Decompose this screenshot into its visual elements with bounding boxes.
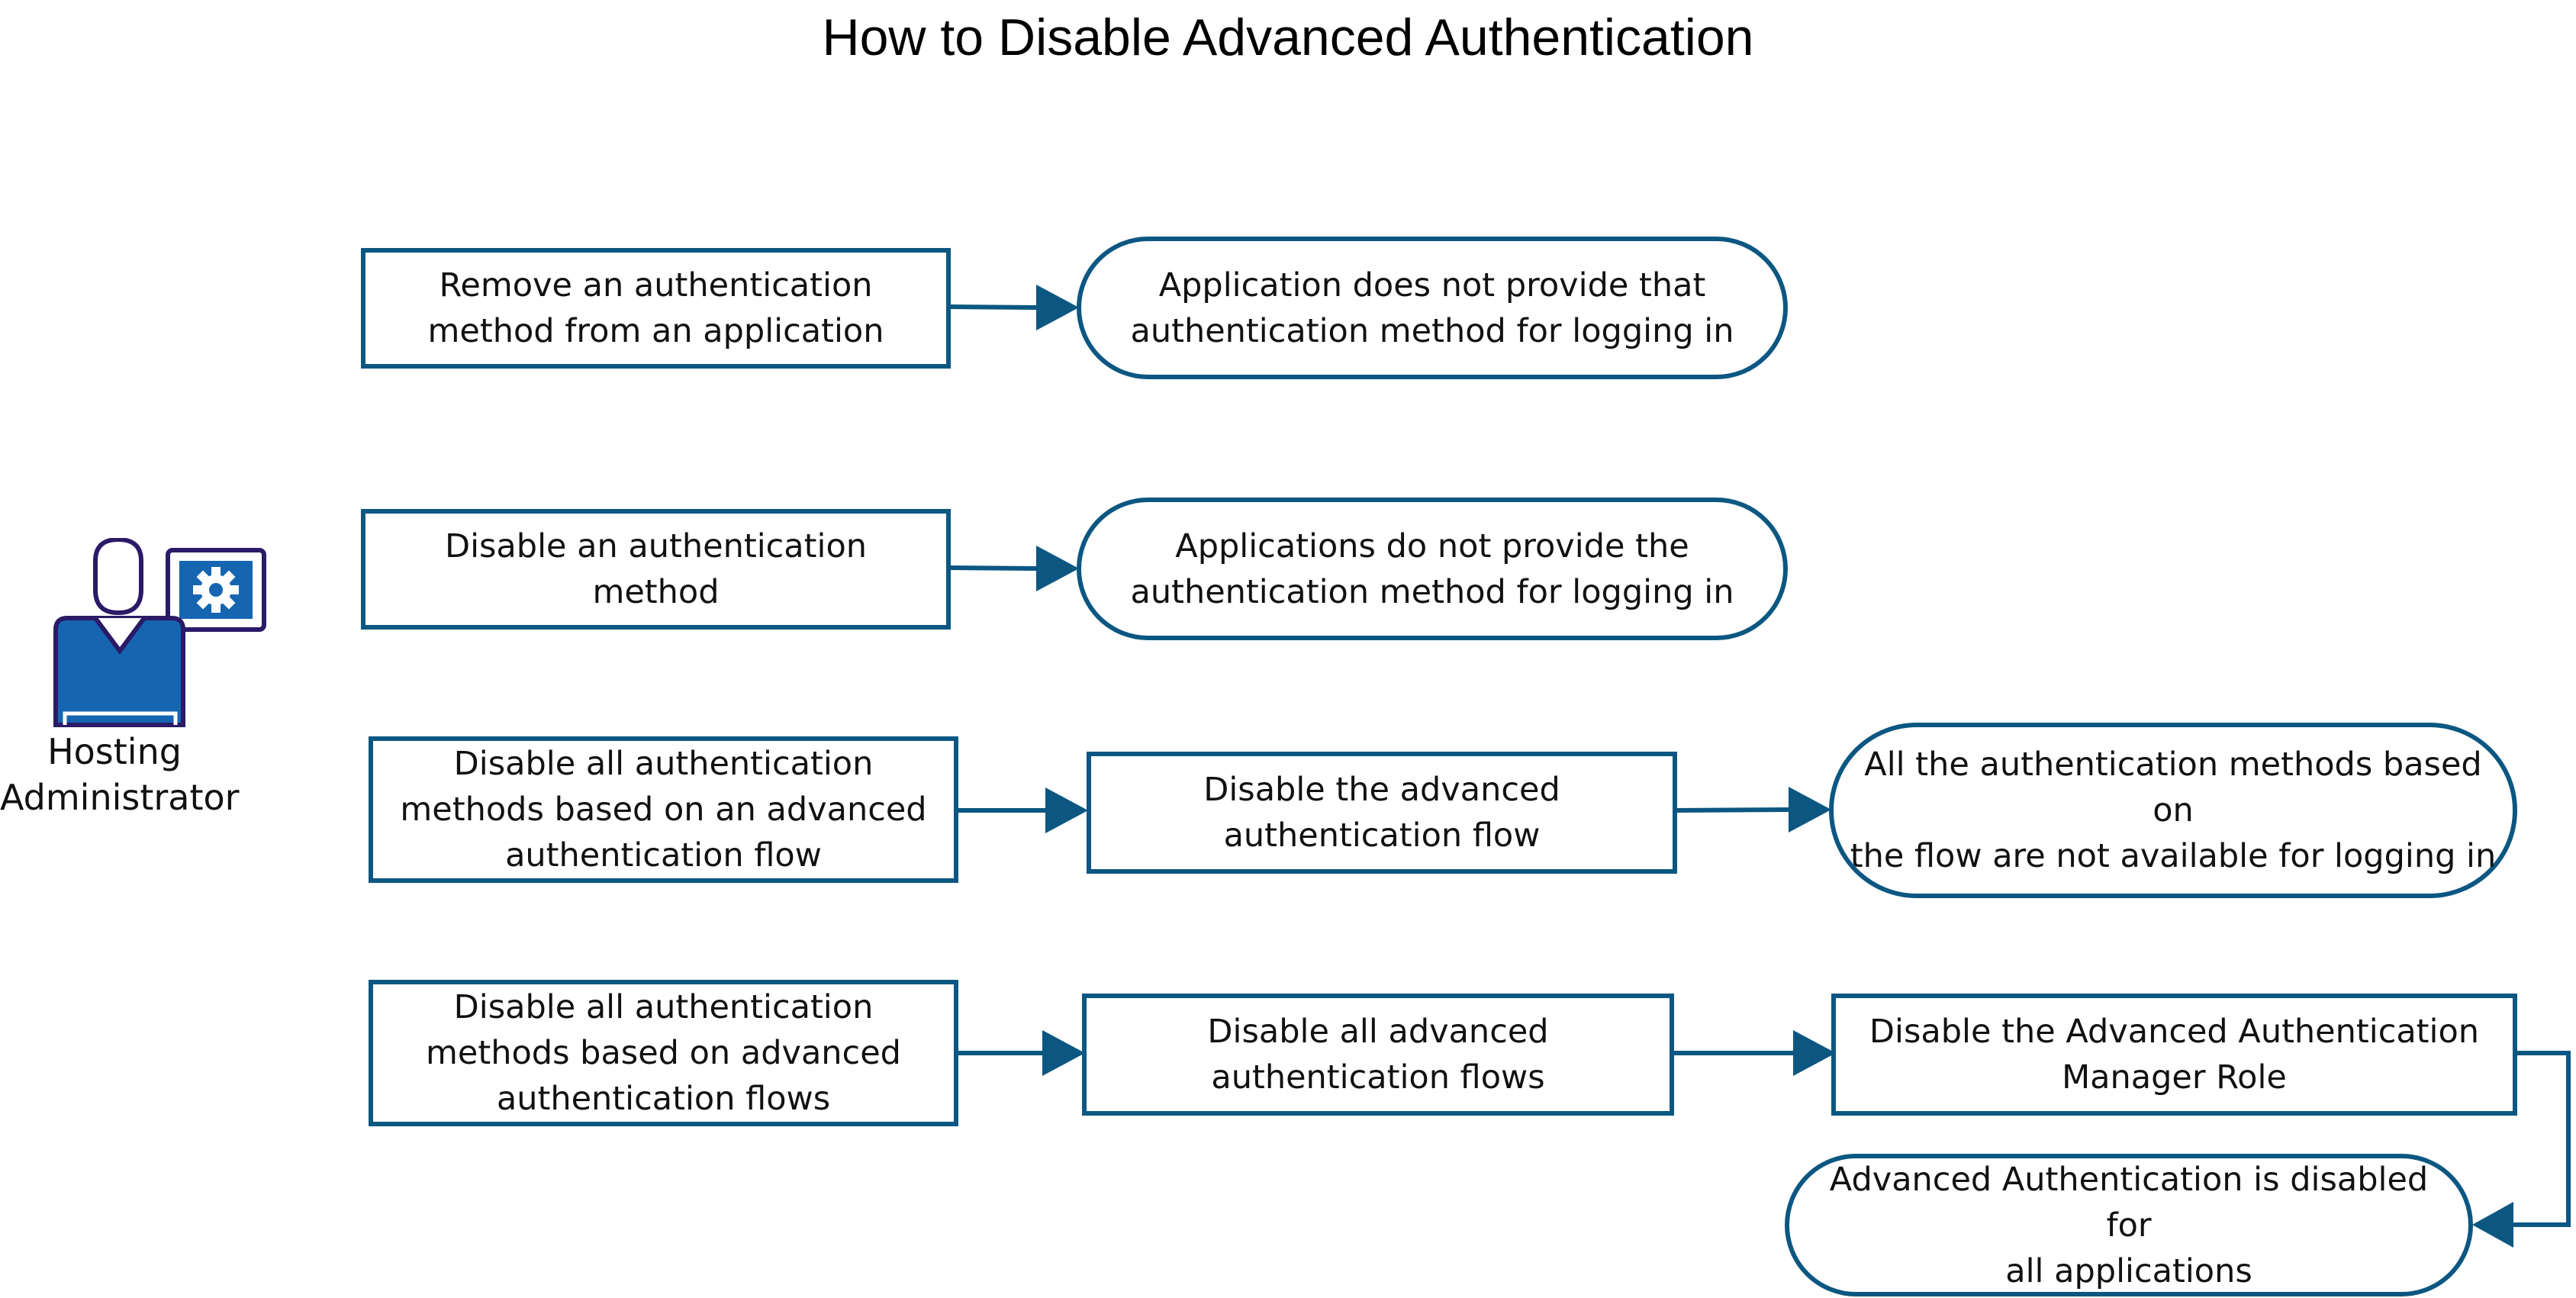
arrowhead: [1036, 285, 1079, 330]
arrowhead: [1793, 1030, 1836, 1076]
flow-step-disable-methods-flows: Disable all authentication methods based…: [369, 980, 958, 1126]
step-label: Disable all advanced authentication flow…: [1207, 1013, 1549, 1097]
step-label: Disable an authentication method: [444, 527, 868, 611]
flow-result-aa-disabled: Advanced Authentication is disabled for …: [1785, 1154, 2473, 1296]
step-label: Remove an authentication method from an …: [427, 266, 884, 350]
arrowhead: [2472, 1202, 2513, 1248]
step-label: Disable all authentication methods based…: [426, 988, 901, 1118]
flow-step-disable-flow: Disable the advanced authentication flow: [1087, 752, 1677, 874]
step-label: Disable all authentication methods based…: [400, 745, 927, 874]
flow-step-remove-method: Remove an authentication method from an …: [361, 248, 951, 369]
admin-user-gear-icon: [42, 536, 271, 732]
arrowhead: [1036, 546, 1079, 591]
flow-step-disable-manager-role: Disable the Advanced Authentication Mana…: [1831, 994, 2517, 1116]
diagram-title: How to Disable Advanced Authentication: [822, 8, 1754, 66]
arrowhead: [1045, 787, 1088, 833]
step-label: Applications do not provide the authenti…: [1130, 527, 1734, 611]
step-label: Advanced Authentication is disabled for …: [1829, 1160, 2429, 1290]
connector-arrow: [2512, 1051, 2571, 1227]
arrowhead: [1789, 787, 1831, 833]
flow-step-disable-methods-flow: Disable all authentication methods based…: [369, 736, 958, 883]
flow-result-flow-methods-unavailable: All the authentication methods based on …: [1829, 723, 2517, 898]
flow-step-disable-all-flows: Disable all advanced authentication flow…: [1082, 994, 1674, 1116]
step-label: Application does not provide that authen…: [1130, 266, 1734, 350]
flow-result-apps-method-unavailable: Applications do not provide the authenti…: [1077, 498, 1788, 640]
flow-step-disable-method: Disable an authentication method: [361, 509, 951, 630]
step-label: Disable the advanced authentication flow: [1203, 771, 1560, 855]
step-label: Disable the Advanced Authentication Mana…: [1869, 1013, 2480, 1097]
step-label: All the authentication methods based on …: [1850, 746, 2497, 875]
flow-result-app-method-unavailable: Application does not provide that authen…: [1077, 237, 1788, 379]
connector-arrow: [948, 304, 1038, 310]
arrowhead: [1042, 1030, 1085, 1076]
actor-label: Hosting Administrator: [0, 731, 240, 818]
